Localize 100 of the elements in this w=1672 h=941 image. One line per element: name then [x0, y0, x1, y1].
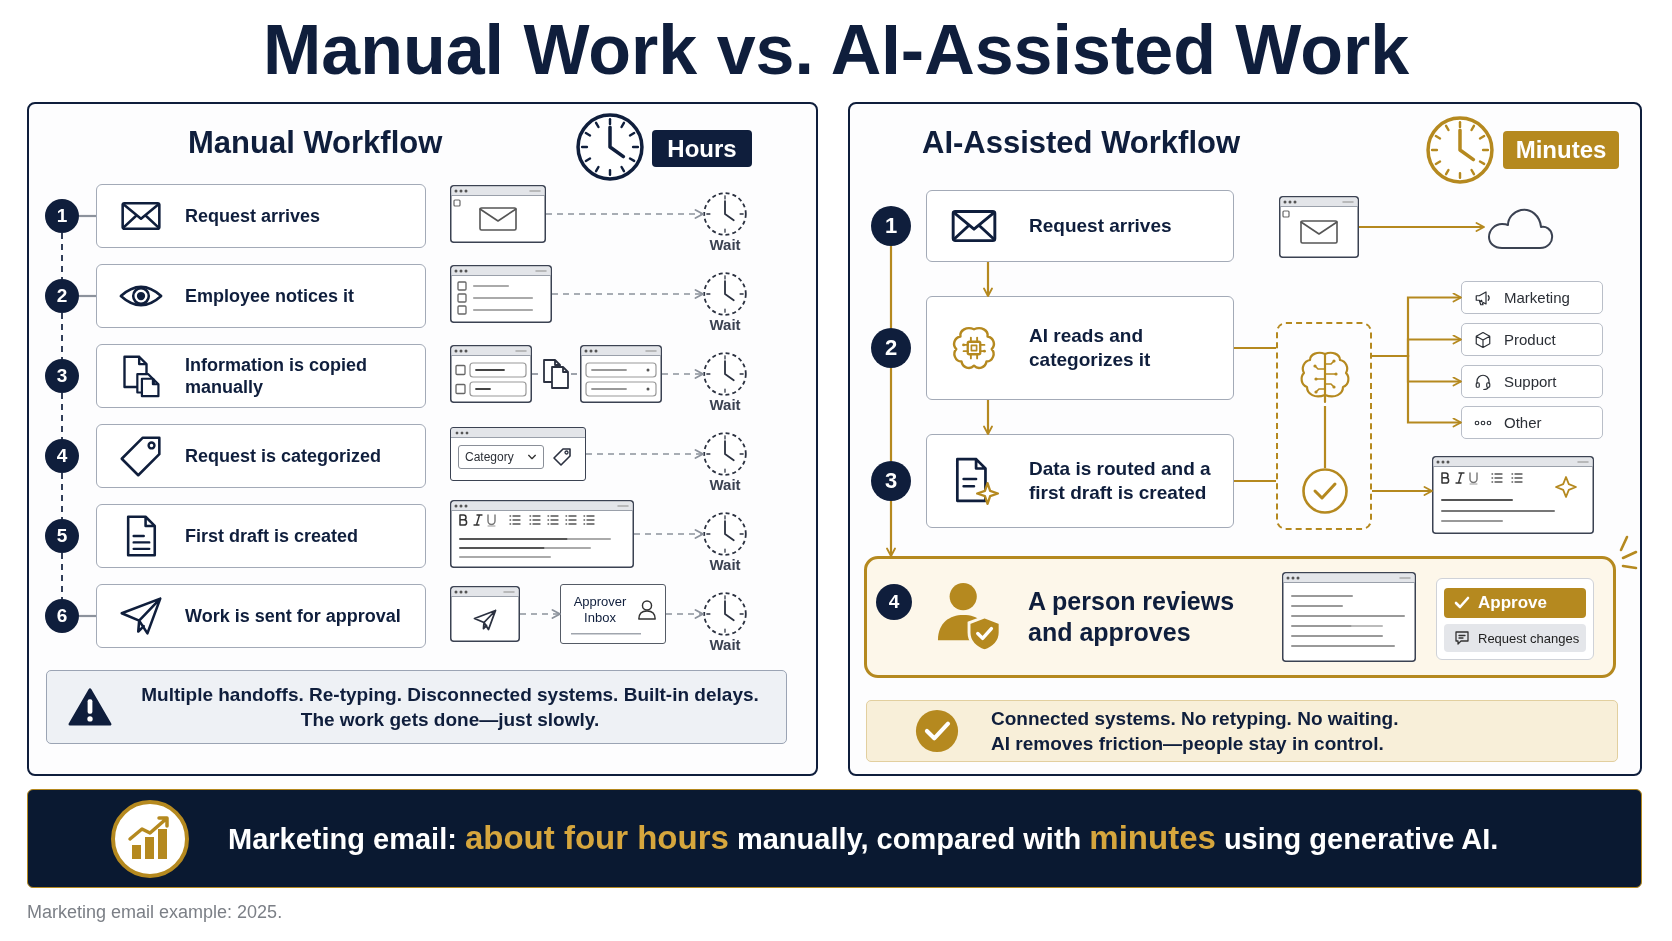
step-label: Employee notices it: [185, 284, 355, 308]
step-box: [926, 434, 1234, 528]
step-label: Work is sent for approval: [185, 604, 401, 628]
connector-line: [1234, 346, 1276, 350]
step-box: [926, 190, 1234, 262]
approve-button: Approve: [1444, 588, 1586, 618]
window-mockup: [450, 265, 552, 323]
step-box: [926, 296, 1234, 400]
dashed-frame: [1276, 322, 1372, 530]
window-mockup: [450, 500, 634, 568]
source-caption: Marketing email example: 2025.: [27, 902, 283, 923]
time-badge: Hours: [652, 130, 752, 167]
connector-line: [79, 614, 96, 618]
wait-label: Wait: [708, 636, 742, 654]
request-changes-button: Request changes: [1444, 624, 1586, 652]
window-mockup: [580, 345, 662, 403]
connector-line: [889, 368, 893, 461]
dashed-arrow: [545, 209, 704, 219]
inbox-card: [560, 584, 666, 644]
connector-line: [889, 246, 893, 328]
dashed-arrow: [585, 449, 704, 459]
dashed-line: [61, 392, 63, 440]
chip-label: Other: [1504, 414, 1542, 431]
step-number: 4: [876, 584, 912, 620]
step-box: [96, 344, 426, 408]
step-label: Request arrives: [1029, 214, 1172, 238]
window-mockup: [450, 586, 520, 642]
category-chip: [1461, 281, 1603, 314]
arrow: [886, 501, 896, 557]
arrow: [983, 400, 993, 435]
arrow: [983, 262, 993, 297]
step-number: 6: [45, 599, 79, 633]
dashed-arrow: [551, 289, 704, 299]
step-number: 1: [871, 206, 911, 246]
step-number: 2: [871, 328, 911, 368]
dashed-line: [61, 472, 63, 520]
step-number: 3: [45, 359, 79, 393]
step-box: [96, 504, 426, 568]
summary-banner: [27, 789, 1642, 888]
workflow-panel: [848, 102, 1642, 776]
note-text: Connected systems. No retyping. No waiting. AI removes friction—people stay in control.: [991, 707, 1400, 756]
connector-line: [79, 294, 96, 298]
wait-label: Wait: [708, 396, 742, 414]
dashed-line: [61, 552, 63, 600]
dashed-line: [61, 232, 63, 280]
window-mockup: [450, 185, 546, 243]
step-box: [96, 184, 426, 248]
note-box: [866, 700, 1618, 762]
arrow: [1372, 486, 1433, 496]
dashed-arrow: [665, 609, 704, 619]
step-label: Request arrives: [185, 204, 321, 228]
step-number: 1: [45, 199, 79, 233]
connector-line: [1234, 479, 1276, 483]
step-number: 3: [871, 461, 911, 501]
wait-label: Wait: [708, 476, 742, 494]
step-label: Data is routed and a first draft is created: [1029, 457, 1212, 505]
workflow-panel: [27, 102, 818, 776]
category-dropdown: Category: [458, 445, 544, 469]
arrow: [1372, 354, 1462, 428]
category-chip: [1461, 323, 1603, 356]
window-mockup: [450, 427, 586, 481]
time-badge: Minutes: [1503, 131, 1619, 169]
step-number: 4: [45, 439, 79, 473]
step-number: 5: [45, 519, 79, 553]
note-text: Multiple handoffs. Re-typing. Disconnected systems. Built-in delays. The work gets done—just slowly.: [140, 683, 760, 732]
arrow: [1359, 222, 1485, 232]
page-title: Manual Work vs. AI-Assisted Work: [262, 10, 1410, 91]
step-number: 2: [45, 279, 79, 313]
copy-icon: [541, 358, 571, 390]
note-box: [46, 670, 787, 744]
chip-label: Product: [1504, 331, 1556, 348]
review-step-box: [864, 556, 1616, 678]
connector-line: [79, 214, 96, 218]
category-chip: [1461, 406, 1603, 439]
window-mockup: [1279, 196, 1359, 258]
chip-label: Support: [1504, 373, 1557, 390]
step-label: Request is categorized: [185, 444, 382, 468]
step-label: A person reviews and approves: [1028, 586, 1236, 648]
check-circle-icon: [1302, 468, 1348, 514]
chip-label: Marketing: [1504, 289, 1570, 306]
step-label: First draft is created: [185, 524, 359, 548]
wait-label: Wait: [708, 236, 742, 254]
step-label: AI reads and categorizes it: [1029, 324, 1152, 372]
category-chip: [1461, 365, 1603, 398]
window-mockup: [450, 345, 532, 403]
wait-label: Wait: [708, 556, 742, 574]
dashed-line: [61, 312, 63, 360]
connector-line: [1323, 406, 1327, 468]
banner-text: Marketing email: about four hours manually, compared with minutes using generative AI.: [228, 820, 1499, 857]
inbox-label: Approver Inbox: [572, 594, 628, 626]
dashed-arrow: [519, 609, 561, 619]
dashed-arrow: [633, 529, 704, 539]
step-box: [96, 584, 426, 648]
panel-title: Manual Workflow: [188, 124, 443, 162]
window-mockup: [1432, 456, 1594, 534]
dashed-arrow: [661, 369, 704, 379]
panel-title: AI-Assisted Workflow: [922, 124, 1241, 162]
wait-label: Wait: [708, 316, 742, 334]
step-box: [96, 264, 426, 328]
step-box: [96, 424, 426, 488]
